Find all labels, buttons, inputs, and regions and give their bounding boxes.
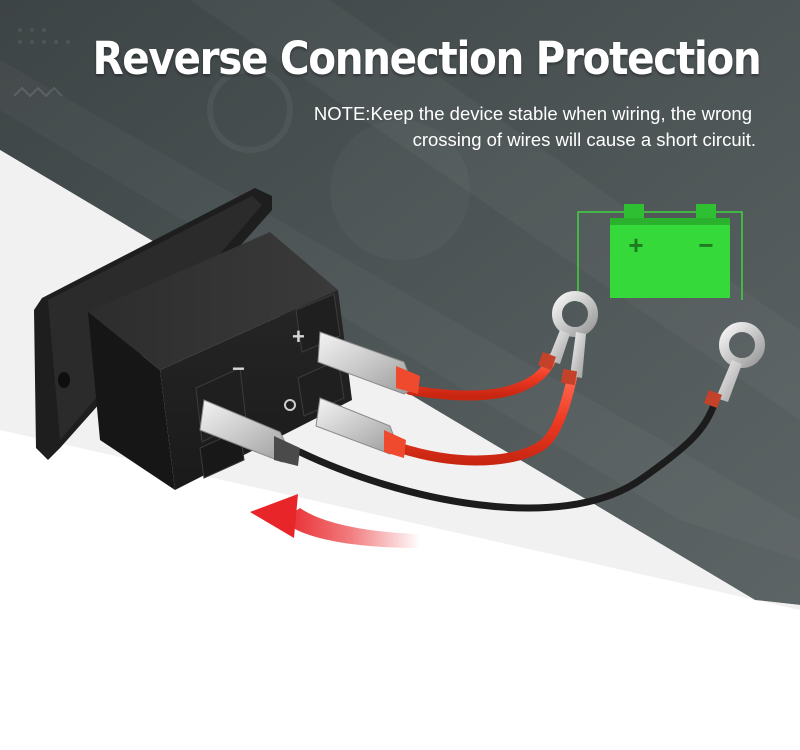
background-zigzag xyxy=(13,86,63,98)
socket-connector: + − xyxy=(34,188,352,490)
curved-arrow-icon xyxy=(250,494,420,548)
ring-terminal xyxy=(719,322,765,368)
socket-ground-mark xyxy=(284,399,296,411)
red-wire-lower xyxy=(395,373,577,466)
background-circle xyxy=(207,67,293,153)
page-title: Reverse Connection Protection xyxy=(92,32,761,85)
background-band xyxy=(0,0,800,605)
socket-negative-mark: − xyxy=(232,356,245,381)
battery-icon: + − xyxy=(577,204,743,302)
socket-positive-mark: + xyxy=(292,324,305,349)
mounting-hole xyxy=(58,372,70,388)
background-dots xyxy=(18,28,70,44)
note-text: NOTE:Keep the device stable when wiring,… xyxy=(156,101,756,153)
spade-terminals xyxy=(199,331,420,466)
battery-negative-symbol: − xyxy=(698,230,713,260)
note-line-2: crossing of wires will cause a short cir… xyxy=(412,129,756,150)
battery-positive-symbol: + xyxy=(628,230,643,260)
wires xyxy=(296,353,719,512)
note-line-1: NOTE:Keep the device stable when wiring,… xyxy=(313,103,752,124)
ring-terminals xyxy=(538,291,765,408)
red-wire-upper xyxy=(405,353,557,401)
ring-terminal xyxy=(552,291,598,337)
black-wire xyxy=(296,398,719,512)
